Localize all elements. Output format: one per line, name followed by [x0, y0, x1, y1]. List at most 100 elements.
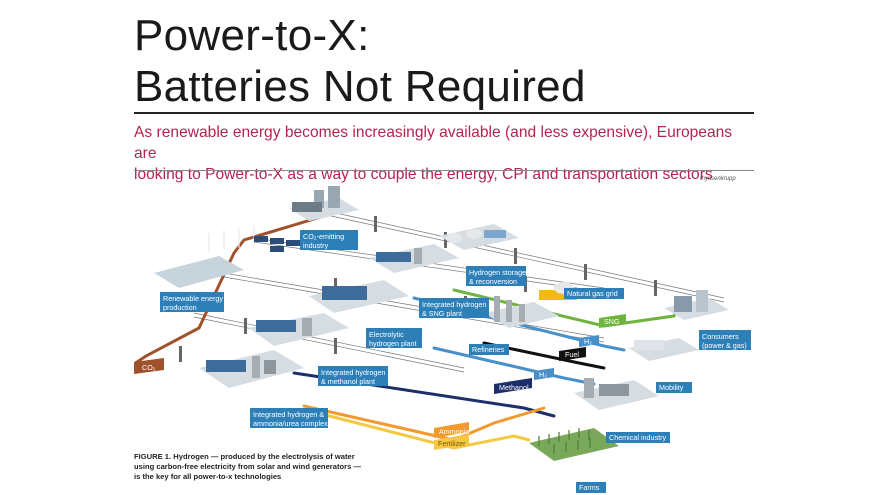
- title-line-2: Batteries Not Required: [134, 62, 586, 111]
- fuel-tag: [559, 347, 586, 361]
- solar-panels: [254, 236, 300, 252]
- image-credit: thyssenkrupp: [700, 176, 736, 182]
- consumers-label-1: Consumers: [702, 332, 739, 341]
- ammonia-tag: [434, 422, 469, 438]
- co2-industry-label-1: CO₂-emitting: [303, 232, 344, 241]
- fuel-pipe: [482, 341, 606, 370]
- h2-tag-b-label: H₂: [539, 370, 547, 379]
- ammonia-label-2: ammonia/urea complex: [253, 419, 328, 428]
- farm-crops: [538, 428, 591, 454]
- label-box: [576, 482, 606, 493]
- methanol-plant-label-1: Integrated hydrogen: [321, 368, 385, 377]
- mobility-vehicles: [634, 340, 664, 350]
- renewable-platform: [154, 256, 244, 288]
- refinery-column: [519, 304, 525, 322]
- h2-storage-label-1: Hydrogen storage: [469, 268, 526, 277]
- subtitle-rule: [134, 170, 754, 171]
- platforms: [154, 198, 729, 461]
- chemical-building: [599, 384, 629, 396]
- electrolyser-hall: [322, 286, 367, 300]
- ammonia-label-1: Integrated hydrogen &: [253, 410, 324, 419]
- consumer-building: [674, 296, 692, 312]
- snG-electrolyser: [376, 252, 411, 262]
- label-box: [318, 366, 388, 386]
- label-box: [469, 344, 509, 355]
- h2-tag-a: [579, 335, 599, 347]
- label-box: [564, 288, 624, 299]
- label-box: [699, 330, 751, 350]
- figure-number: FIGURE 1.: [134, 452, 172, 461]
- snG-plant-label-2: & SNG plant: [422, 309, 462, 318]
- methanol-tag: [494, 378, 532, 394]
- electrolytic-label-1: Electrolytic: [369, 330, 404, 339]
- co2-industry-label-2: industry: [303, 241, 329, 250]
- ammonia-electrolyser: [206, 360, 246, 372]
- methanol-plant-label-2: & methanol plant: [321, 377, 375, 386]
- h2-storage-label-2: & reconversion: [469, 277, 517, 286]
- renewable-label-1: Renewable energy: [163, 294, 223, 303]
- sng-tag: [599, 314, 626, 328]
- subtitle-line-1: As renewable energy becomes increasingly…: [134, 124, 733, 162]
- consumer-tank: [696, 290, 708, 312]
- refinery-column: [494, 296, 500, 322]
- ammonia-column: [252, 356, 260, 378]
- co2-pipe: [134, 214, 326, 366]
- power-to-x-diagram: CO₂-emitting industry Renewable energy p…: [134, 186, 751, 493]
- label-box: [656, 382, 692, 393]
- label-box: [300, 230, 358, 250]
- wind-turbines: [208, 226, 255, 253]
- title-line-1: Power-to-X:: [134, 11, 370, 60]
- figure-caption: FIGURE 1. Hydrogen — produced by the ele…: [134, 452, 364, 482]
- ammonia-tank: [264, 360, 276, 374]
- industry-platform: [289, 198, 359, 221]
- co2-tag-label: CO₂: [142, 363, 156, 372]
- gas-pipeline-station: [539, 290, 577, 300]
- sng-tag-label: SNG: [604, 317, 620, 326]
- refinery-column: [506, 300, 512, 322]
- fertilizer-pipe: [312, 410, 531, 450]
- renewable-label-2: production: [163, 303, 197, 312]
- mobility-label: Mobility: [659, 383, 684, 392]
- refineries-label: Refineries: [472, 345, 505, 354]
- fuel-tag-label: Fuel: [565, 350, 579, 359]
- co2-tag: [134, 358, 164, 374]
- methanol-platform: [249, 313, 349, 346]
- label-box: [366, 328, 422, 348]
- fertilizer-tag-label: Fertilizer: [438, 439, 466, 448]
- methanol-tag-label: Methanol: [499, 383, 529, 392]
- methanol-electrolyser: [256, 320, 296, 332]
- methanol-column: [302, 318, 312, 336]
- h2-sphere: [446, 233, 462, 243]
- farms-label: Farms: [579, 483, 600, 492]
- industry-building: [292, 202, 322, 212]
- fertilizer-tag: [434, 434, 469, 450]
- label-box: [160, 292, 224, 312]
- snG-plant-label-1: Integrated hydrogen: [422, 300, 486, 309]
- facility-labels: CO₂-emitting industry Renewable energy p…: [160, 230, 751, 493]
- label-box: [466, 266, 526, 286]
- cooling-tower: [328, 186, 340, 208]
- nat-gas-label: Natural gas grid: [567, 289, 618, 298]
- cooling-tower: [314, 190, 324, 208]
- storage-tanks: [484, 230, 506, 238]
- title-rule: [134, 112, 754, 114]
- ammonia-platform: [199, 350, 304, 388]
- page-title: Power-to-X: Batteries Not Required: [134, 10, 586, 112]
- ammonia-tag-label: Ammonia: [439, 427, 469, 436]
- farm-field: [529, 428, 619, 461]
- chemical-column: [584, 378, 594, 398]
- consumers-label-2: (power & gas): [702, 341, 747, 350]
- h2-tag-a-label: H₂: [584, 337, 592, 346]
- h2-sphere: [466, 229, 482, 239]
- electrolytic-label-2: hydrogen plant: [369, 339, 417, 348]
- label-box: [419, 298, 489, 318]
- buildings: [206, 186, 708, 454]
- page-subtitle: As renewable energy becomes increasingly…: [134, 122, 754, 185]
- figure-caption-text: Hydrogen — produced by the electrolysis …: [134, 452, 362, 481]
- label-box: [250, 408, 328, 428]
- label-box: [606, 432, 670, 443]
- snG-column: [414, 248, 422, 264]
- ammonia-pipe: [302, 404, 546, 442]
- h2-tag-b: [534, 368, 554, 380]
- chemical-label: Chemical industry: [609, 433, 667, 442]
